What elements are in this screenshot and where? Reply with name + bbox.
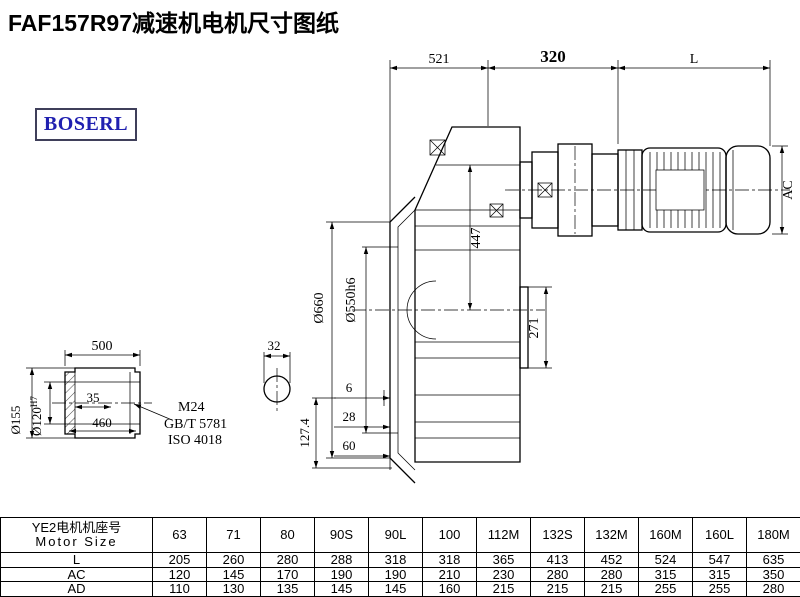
- dim-60-label: 60: [343, 438, 356, 453]
- table-cell: 215: [585, 582, 639, 597]
- table-cell: 350: [747, 567, 800, 582]
- dim-521-label: 521: [429, 52, 450, 67]
- table-cell: 524: [639, 553, 693, 568]
- table-header-en: Motor Size: [1, 535, 152, 549]
- table-cell: 215: [477, 582, 531, 597]
- table-cell: 318: [423, 553, 477, 568]
- table-header-cell: 180M: [747, 518, 800, 553]
- thread-spec-m24: M24: [178, 400, 204, 415]
- table-cell: 315: [639, 567, 693, 582]
- table-row-label: L: [1, 553, 153, 568]
- dim-120-label: Ø120H7: [29, 396, 44, 436]
- table-header-motor-size: YE2电机机座号 Motor Size: [1, 518, 153, 553]
- table-cell: 280: [261, 553, 315, 568]
- table-header-cell: 112M: [477, 518, 531, 553]
- table-cell: 130: [207, 582, 261, 597]
- table-header-cell: 160M: [639, 518, 693, 553]
- table-cell: 280: [531, 567, 585, 582]
- dim-500-label: 500: [92, 339, 113, 354]
- table-row-label: AD: [1, 582, 153, 597]
- table-cell: 190: [369, 567, 423, 582]
- table-header-cell: 132M: [585, 518, 639, 553]
- thread-spec-iso: ISO 4018: [168, 433, 222, 448]
- table-row: AC 120 145 170 190 190 210 230 280 280 3…: [1, 567, 800, 582]
- table-cell: 255: [693, 582, 747, 597]
- gearbox-housing: [407, 127, 528, 462]
- table-cell: 260: [207, 553, 261, 568]
- table-header-cn: YE2电机机座号: [1, 521, 152, 535]
- table-header-cell: 90S: [315, 518, 369, 553]
- table-cell: 210: [423, 567, 477, 582]
- bottom-dimensions: 6 28 60: [334, 380, 390, 456]
- table-cell: 365: [477, 553, 531, 568]
- dim-28-label: 28: [343, 409, 356, 424]
- dim-155-label: Ø155: [8, 406, 23, 435]
- table-cell: 110: [153, 582, 207, 597]
- table-row: L 205 260 280 288 318 318 365 413 452 52…: [1, 553, 800, 568]
- table-cell: 255: [639, 582, 693, 597]
- shaft-detail: 500 35 460 Ø155 Ø120H7 M24 GB/T 5781 ISO…: [8, 339, 227, 448]
- dim-660-label: Ø660: [312, 292, 327, 323]
- output-flange: [384, 197, 415, 483]
- dim-320-label: 320: [540, 47, 566, 66]
- motor-size-table: YE2电机机座号 Motor Size 63 71 80 90S 90L 100…: [0, 517, 800, 597]
- table-cell: 205: [153, 553, 207, 568]
- table-header-cell: 160L: [693, 518, 747, 553]
- table-header-cell: 80: [261, 518, 315, 553]
- table-cell: 280: [585, 567, 639, 582]
- dim-460-label: 460: [92, 415, 112, 430]
- table-cell: 145: [369, 582, 423, 597]
- table-row: AD 110 130 135 145 145 160 215 215 215 2…: [1, 582, 800, 597]
- dim-447-label: 447: [469, 228, 484, 249]
- table-header-cell: 63: [153, 518, 207, 553]
- table-header-row: YE2电机机座号 Motor Size 63 71 80 90S 90L 100…: [1, 518, 800, 553]
- table-cell: 280: [747, 582, 800, 597]
- table-cell: 215: [531, 582, 585, 597]
- vertical-dimensions: 447 271 Ø660 Ø550h6 127.4: [297, 165, 552, 468]
- table-cell: 635: [747, 553, 800, 568]
- dim-271-label: 271: [527, 318, 542, 339]
- dim-6-label: 6: [346, 380, 353, 395]
- table-header-cell: 132S: [531, 518, 585, 553]
- dim-127-label: 127.4: [297, 418, 312, 448]
- table-header-cell: 90L: [369, 518, 423, 553]
- dim-35-label: 35: [87, 390, 100, 405]
- table-cell: 230: [477, 567, 531, 582]
- table-cell: 120: [153, 567, 207, 582]
- table-cell: 145: [315, 582, 369, 597]
- dim-32-label: 32: [268, 338, 281, 353]
- table-cell: 547: [693, 553, 747, 568]
- table-cell: 145: [207, 567, 261, 582]
- table-cell: 413: [531, 553, 585, 568]
- table-cell: 452: [585, 553, 639, 568]
- table-cell: 170: [261, 567, 315, 582]
- table-row-label: AC: [1, 567, 153, 582]
- table-cell: 160: [423, 582, 477, 597]
- table-header-cell: 100: [423, 518, 477, 553]
- thread-spec-gbt: GB/T 5781: [164, 417, 227, 432]
- table-cell: 288: [315, 553, 369, 568]
- table-cell: 318: [369, 553, 423, 568]
- table-cell: 135: [261, 582, 315, 597]
- dim-L-label: L: [690, 52, 699, 67]
- table-cell: 190: [315, 567, 369, 582]
- dim-550-label: Ø550h6: [344, 277, 359, 322]
- table-header-cell: 71: [207, 518, 261, 553]
- table-cell: 315: [693, 567, 747, 582]
